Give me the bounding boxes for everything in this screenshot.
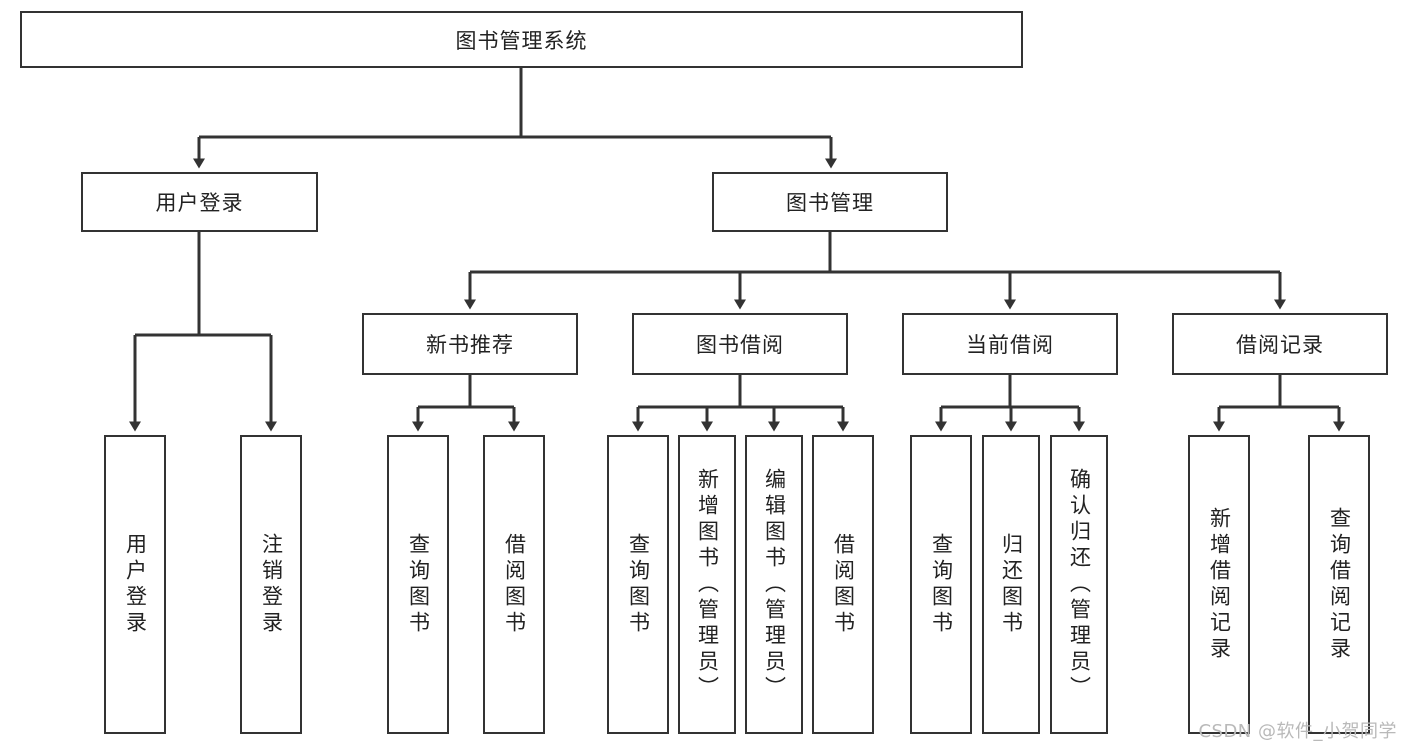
node-leaf-4-label: 查询图书	[626, 532, 651, 637]
node-leaf-0-label: 用户登录	[123, 532, 148, 637]
node-leaf-9-label: 归还图书	[999, 532, 1024, 637]
node-level2-0[interactable]: 用户登录	[81, 172, 318, 232]
node-leaf-10[interactable]: 确认归还（管理员）	[1050, 435, 1108, 734]
node-level2-1-label: 图书管理	[786, 191, 874, 215]
node-leaf-10-label: 确认归还（管理员）	[1067, 467, 1092, 702]
node-level3-0[interactable]: 新书推荐	[362, 313, 578, 375]
node-leaf-8[interactable]: 查询图书	[910, 435, 972, 734]
node-level3-3[interactable]: 借阅记录	[1172, 313, 1388, 375]
node-leaf-6[interactable]: 编辑图书（管理员）	[745, 435, 803, 734]
node-leaf-7-label: 借阅图书	[831, 532, 856, 637]
node-leaf-5[interactable]: 新增图书（管理员）	[678, 435, 736, 734]
node-leaf-12-label: 查询借阅记录	[1327, 506, 1352, 663]
node-leaf-0[interactable]: 用户登录	[104, 435, 166, 734]
node-leaf-12[interactable]: 查询借阅记录	[1308, 435, 1370, 734]
node-leaf-1-label: 注销登录	[259, 532, 284, 637]
node-level3-0-label: 新书推荐	[426, 333, 514, 357]
node-leaf-7[interactable]: 借阅图书	[812, 435, 874, 734]
node-leaf-11[interactable]: 新增借阅记录	[1188, 435, 1250, 734]
node-leaf-8-label: 查询图书	[929, 532, 954, 637]
node-leaf-5-label: 新增图书（管理员）	[695, 467, 720, 702]
node-leaf-3-label: 借阅图书	[502, 532, 527, 637]
watermark-label: CSDN @软件_小贺同学	[1198, 721, 1397, 742]
node-level3-3-label: 借阅记录	[1236, 333, 1324, 357]
node-level3-2[interactable]: 当前借阅	[902, 313, 1118, 375]
node-leaf-4[interactable]: 查询图书	[607, 435, 669, 734]
node-leaf-11-label: 新增借阅记录	[1207, 506, 1232, 663]
node-leaf-2[interactable]: 查询图书	[387, 435, 449, 734]
node-level3-2-label: 当前借阅	[966, 333, 1054, 357]
node-root[interactable]: 图书管理系统	[20, 11, 1023, 68]
node-level2-1[interactable]: 图书管理	[712, 172, 948, 232]
node-leaf-6-label: 编辑图书（管理员）	[762, 467, 787, 702]
node-level2-0-label: 用户登录	[155, 191, 244, 215]
node-root-label: 图书管理系统	[455, 28, 588, 53]
node-leaf-9[interactable]: 归还图书	[982, 435, 1040, 734]
node-level3-1[interactable]: 图书借阅	[632, 313, 848, 375]
node-leaf-1[interactable]: 注销登录	[240, 435, 302, 734]
node-leaf-2-label: 查询图书	[406, 532, 431, 637]
node-leaf-3[interactable]: 借阅图书	[483, 435, 545, 734]
node-level3-1-label: 图书借阅	[696, 333, 784, 357]
